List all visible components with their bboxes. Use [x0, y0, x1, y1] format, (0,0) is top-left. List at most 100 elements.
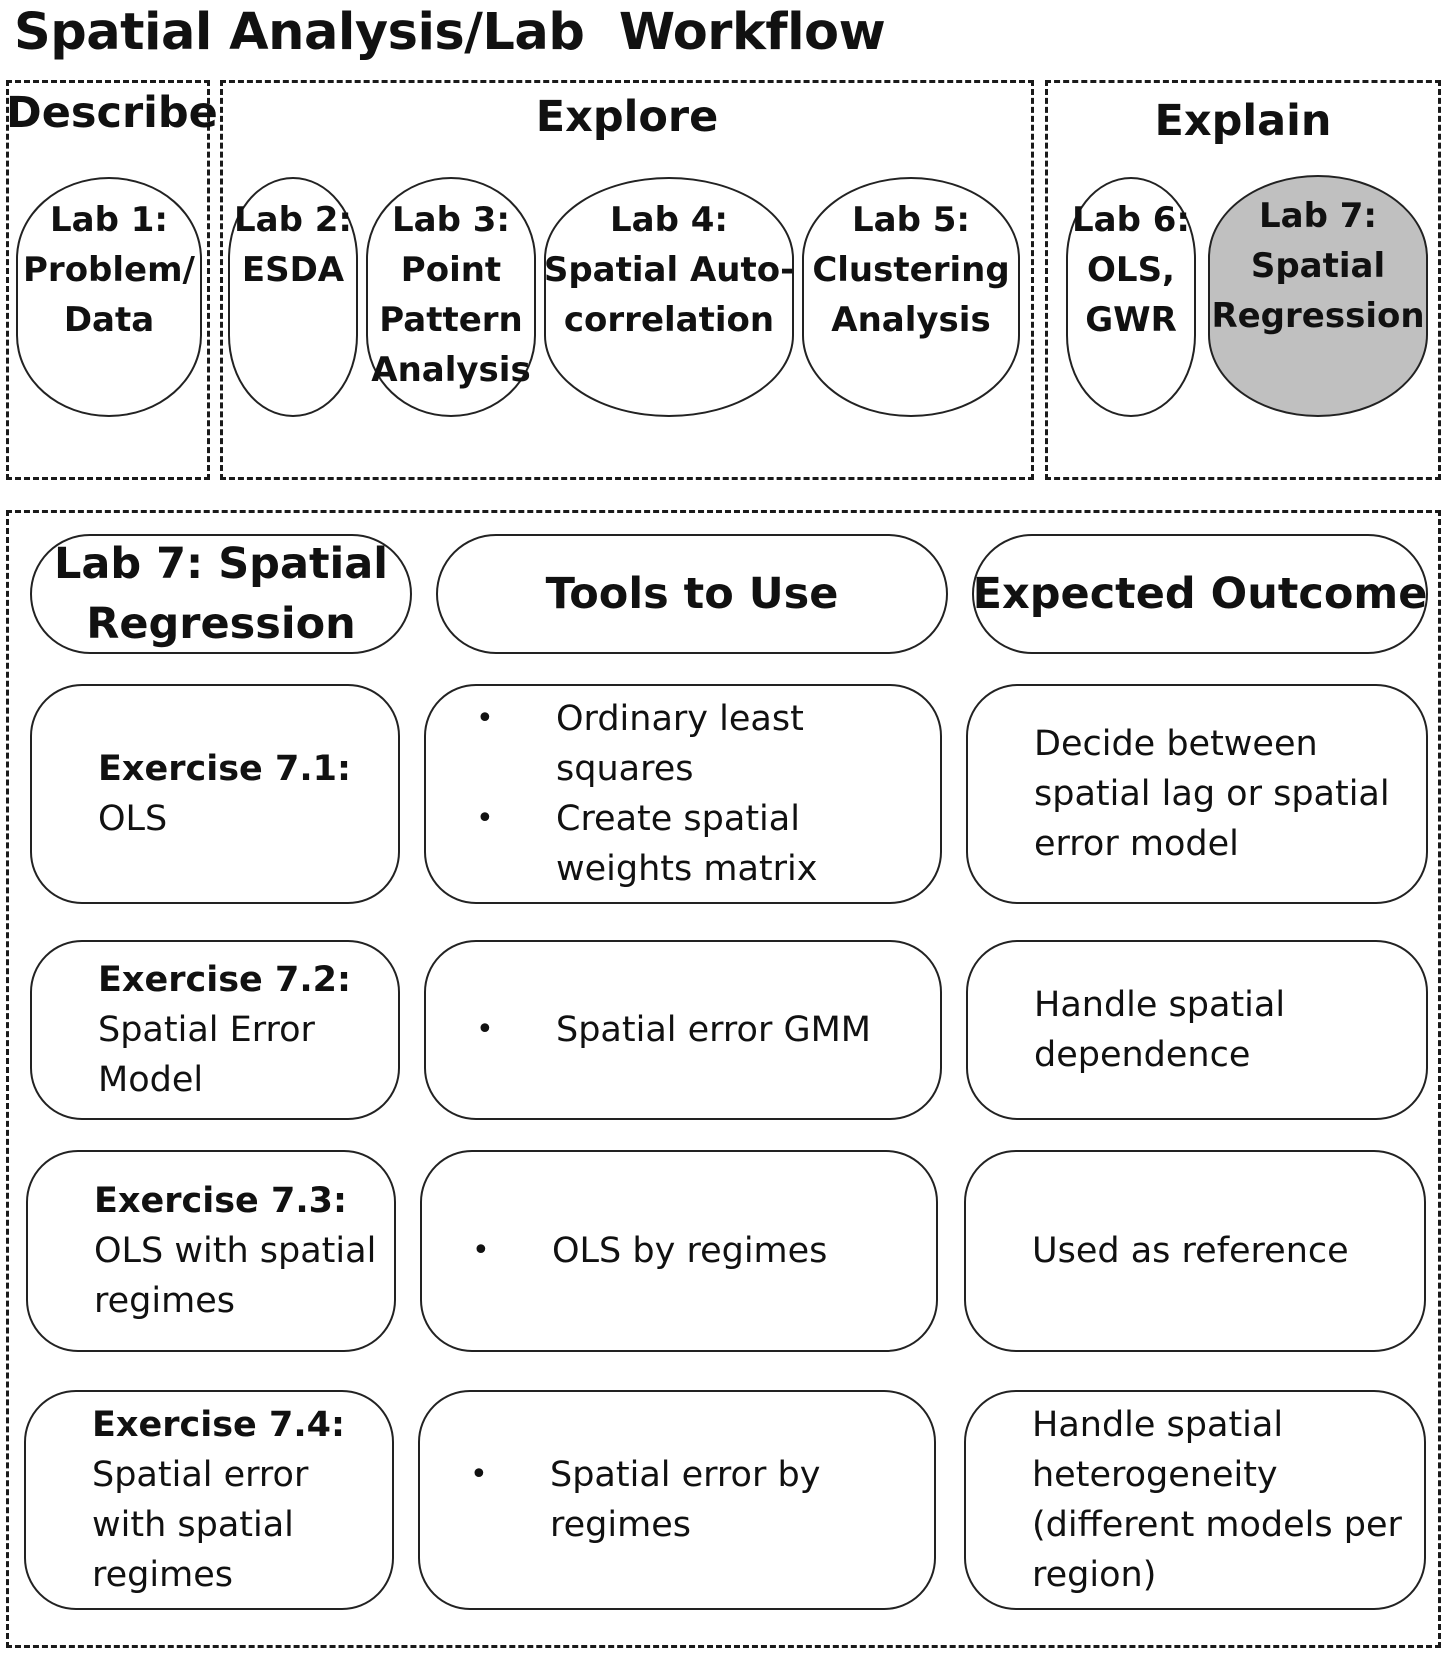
exercise-name: Exercise 7.3:: [94, 1181, 347, 1221]
lab-label-line: correlation: [563, 300, 775, 340]
outcome-text-line: Used as reference: [1032, 1231, 1349, 1271]
tool-item: • Spatial error GMM: [426, 1005, 940, 1055]
lab-label-line: GWR: [1085, 300, 1177, 340]
exercise-7-4: Exercise 7.4: Spatial error with spatial re…: [24, 1390, 394, 1610]
exercise-7-1: Exercise 7.1: OLS: [30, 684, 400, 904]
header-tools: Tools to Use: [436, 534, 948, 654]
exercise-name: Exercise 7.1:: [98, 749, 351, 789]
outcome-text-line: region): [1032, 1555, 1157, 1595]
describe-group: [6, 80, 210, 480]
tool-text-line: weights matrix: [556, 849, 818, 889]
describe-label: Describe: [6, 88, 218, 138]
lab-4-oval: Lab 4: Spatial Auto-correlation: [544, 177, 794, 417]
diagram-title: Spatial Analysis/Lab Workflow: [14, 3, 886, 62]
bullet-icon: •: [476, 1012, 494, 1047]
outcome-text-line: Handle spatial: [1032, 1405, 1284, 1445]
tool-text-line: squares: [556, 749, 694, 789]
exercise-description-line: OLS: [98, 799, 168, 839]
outcome-7-1: Decide between spatial lag or spatial erro…: [966, 684, 1428, 904]
lab-label-line: Lab 1:: [49, 200, 169, 240]
tool-item: • Spatial error by regimes: [420, 1450, 934, 1550]
lab-label-line: Lab 4:: [609, 200, 729, 240]
bullet-icon: •: [472, 1233, 490, 1268]
lab-label-line: OLS,: [1087, 250, 1175, 290]
exercise-name: Exercise 7.4:: [92, 1405, 345, 1445]
lab-label-line: Spatial Auto-: [543, 250, 795, 290]
outcome-7-3: Used as reference: [964, 1150, 1426, 1352]
lab-7-detail-group: [6, 510, 1441, 1648]
exercise-description-line: Spatial error: [92, 1455, 309, 1495]
tool-text-line: Ordinary least: [556, 699, 804, 739]
tool-text: Spatial error by regimes: [550, 1450, 820, 1550]
exercise-name: Exercise 7.2:: [98, 960, 351, 1000]
lab-label-line: Lab 5:: [851, 200, 971, 240]
outcome-text-line: (different models per: [1032, 1505, 1402, 1545]
tool-text: Spatial error GMM: [556, 1005, 871, 1055]
lab-label-line: Problem/: [23, 250, 195, 290]
tool-text-line: Spatial error GMM: [556, 1010, 871, 1050]
header-label-line: Lab 7: Spatial: [53, 539, 389, 589]
lab-label-line: Lab 7:: [1258, 196, 1378, 236]
outcome-text-line: error model: [1034, 824, 1239, 864]
exercise-description-line: Model: [98, 1060, 204, 1100]
explain-label: Explain: [1154, 96, 1332, 146]
lab-2-oval: Lab 2: ESDA: [228, 177, 358, 417]
lab-label-line: Pattern: [379, 300, 523, 340]
outcome-text-line: spatial lag or spatial: [1034, 774, 1390, 814]
lab-label-line: Analysis: [831, 300, 991, 340]
explain-group: [1045, 80, 1441, 480]
lab-label-line: Data: [63, 300, 155, 340]
tool-text-line: regimes: [550, 1505, 691, 1545]
lab-label-line: Lab 3:: [391, 200, 511, 240]
tool-text: Create spatial weights matrix: [556, 794, 817, 894]
outcome-text-line: Handle spatial: [1034, 985, 1286, 1025]
header-label-line: Regression: [86, 599, 356, 649]
outcome-7-2: Handle spatial dependence: [966, 940, 1428, 1120]
tool-text-line: Create spatial: [556, 799, 800, 839]
outcome-text-line: dependence: [1034, 1035, 1251, 1075]
bullet-icon: •: [470, 1457, 488, 1492]
exercise-description-line: Spatial Error: [98, 1010, 315, 1050]
tools-7-1: • Ordinary least squares • Create spatial wei…: [424, 684, 942, 904]
outcome-7-4: Handle spatial heterogeneity (different mo…: [964, 1390, 1426, 1610]
lab-label-line: Clustering: [812, 250, 1010, 290]
lab-label-line: Lab 6:: [1071, 200, 1191, 240]
lab-6-oval: Lab 6: OLS, GWR: [1066, 177, 1196, 417]
exercise-description-line: regimes: [94, 1281, 235, 1321]
outcome-text-line: heterogeneity: [1032, 1455, 1278, 1495]
lab-1-oval: Lab 1: Problem/Data: [16, 177, 202, 417]
tools-7-3: • OLS by regimes: [420, 1150, 938, 1352]
tool-item: • Ordinary least squares: [426, 694, 940, 794]
bullet-icon: •: [476, 801, 494, 836]
explore-label: Explore: [535, 92, 719, 142]
outcome-text-line: Decide between: [1034, 724, 1318, 764]
lab-label-line: Regression: [1211, 296, 1425, 336]
tools-7-4: • Spatial error by regimes: [418, 1390, 936, 1610]
tool-text-line: OLS by regimes: [552, 1231, 828, 1271]
tool-text: OLS by regimes: [552, 1226, 827, 1276]
header-outcome: Expected Outcome: [972, 534, 1428, 654]
lab-label-line: Lab 2:: [233, 200, 353, 240]
exercise-7-3: Exercise 7.3: OLS with spatial regimes: [26, 1150, 396, 1352]
lab-label-line: Spatial: [1250, 246, 1386, 286]
lab-label-line: ESDA: [241, 250, 345, 290]
lab-label-line: Point: [400, 250, 502, 290]
explore-group: [220, 80, 1034, 480]
tool-item: • OLS by regimes: [422, 1226, 936, 1276]
exercise-description-line: regimes: [92, 1555, 233, 1595]
tool-text-line: Spatial error by: [550, 1455, 821, 1495]
header-label-line: Tools to Use: [545, 569, 839, 619]
tool-item: • Create spatial weights matrix: [426, 794, 940, 894]
lab-label-line: Analysis: [371, 350, 531, 390]
exercise-description-line: OLS with spatial: [94, 1231, 377, 1271]
header-label-line: Expected Outcome: [972, 569, 1428, 619]
bullet-icon: •: [476, 701, 494, 736]
tool-text: Ordinary least squares: [556, 694, 804, 794]
tools-7-2: • Spatial error GMM: [424, 940, 942, 1120]
exercise-description-line: with spatial: [92, 1505, 294, 1545]
